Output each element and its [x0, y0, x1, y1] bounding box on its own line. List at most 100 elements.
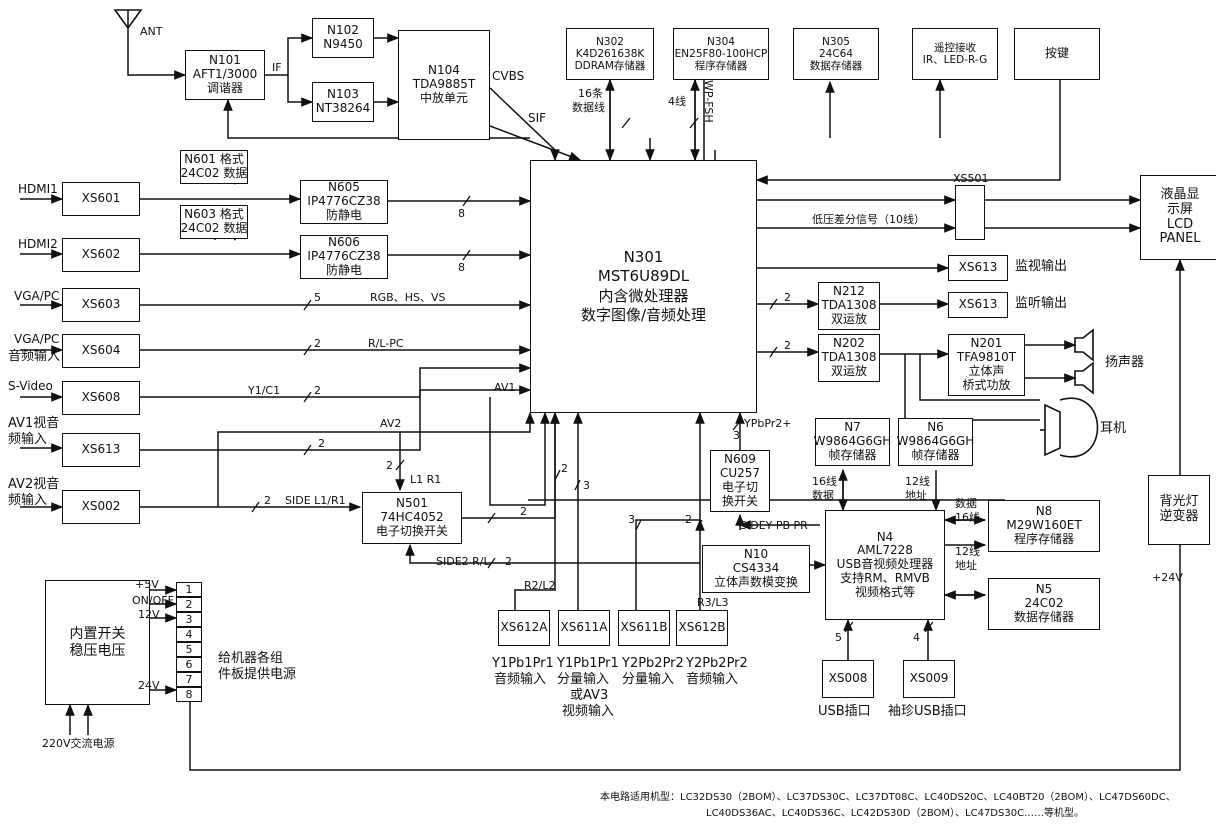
ypbpr2-label: YPbPr2+ [744, 417, 792, 430]
hdmi2-label: HDMI2 [18, 237, 58, 251]
mini-usb-port-label: 袖珍USB插口 [888, 704, 967, 719]
power-label-2: 稳压电压 [69, 642, 126, 659]
n5-label: N5 [1035, 582, 1053, 597]
n304-label: N304 [707, 35, 735, 48]
keys-block: 按键 [1014, 28, 1100, 80]
v12-label: 12V [138, 608, 160, 621]
n305-label: N305 [822, 35, 850, 48]
n609-function-2: 换开关 [721, 493, 758, 508]
n8-addr-label-1: 12线 [955, 545, 980, 558]
n501-label: N501 [396, 496, 428, 511]
two-l1-label: 2 [386, 459, 393, 472]
four-usb-label: 4 [913, 631, 920, 644]
n501-part: 74HC4052 [380, 510, 444, 525]
n4-function-3: 视频格式等 [854, 584, 915, 599]
xs611b-desc-2: 分量输入 [622, 672, 675, 687]
xs611b-connector: XS611B [618, 610, 670, 646]
n305-function: 数据存储器 [809, 60, 863, 73]
n304-flash-block: N304 EN25F80-100HCP 程序存储器 [673, 28, 769, 80]
xs611a-desc-1: Y1Pb1Pr1 [557, 656, 619, 671]
plus5v-label: +5V [135, 578, 159, 591]
n7-function: 帧存储器 [828, 447, 877, 462]
five-label: 5 [314, 291, 321, 304]
three-a-label: 3 [583, 479, 590, 492]
if-signal-label: IF [272, 61, 282, 74]
remote-label: 遥控接收 [934, 41, 976, 54]
n609-switch-block: N609 CU257 电子切 换开关 [710, 450, 770, 512]
n202-block: N202 TDA1308 双运放 [818, 334, 880, 382]
sif-label: SIF [528, 111, 547, 125]
supply-label-2: 件板提供电源 [218, 667, 297, 682]
xs612a-label: XS612A [500, 620, 548, 635]
xs611b-label: XS611B [620, 620, 668, 635]
xs612a-desc-2: 音频输入 [494, 672, 547, 687]
xs501-label: XS501 [953, 172, 989, 185]
n609-label: N609 [724, 452, 756, 467]
two-n202-label: 2 [784, 339, 791, 352]
xs009-miniusb-connector: XS009 [903, 660, 955, 698]
n302-ddram-block: N302 K4D261638K DDRAM存储器 [566, 28, 654, 80]
n603-part: 24C02 数据 [180, 221, 248, 235]
n102-part: N9450 [323, 37, 363, 51]
xs613-monitor-label: XS613 [958, 260, 998, 275]
lcd-label-4: PANEL [1159, 231, 1201, 247]
xs611a-connector: XS611A [558, 610, 610, 646]
power-label-1: 内置开关 [69, 626, 126, 643]
power-pin-header: 1 2 3 4 5 6 7 8 [176, 582, 202, 702]
n202-function: 双运放 [830, 363, 867, 378]
n201-amplifier-block: N201 TFA9810T 立体声 桥式功放 [948, 334, 1025, 396]
bus16-label-2: 数据线 [572, 101, 605, 114]
lcd-label-2: 示屏 [1166, 201, 1193, 217]
usb-port-label: USB插口 [818, 704, 871, 719]
n201-function-2: 桥式功放 [962, 377, 1011, 392]
xs604-connector: XS604 [62, 334, 140, 368]
n7-bus-label-1: 16线 [812, 475, 837, 488]
av2-label-2: 频输入 [8, 493, 48, 508]
three-n609-label: 3 [733, 429, 740, 442]
n103-block: N103 NT38264 [312, 82, 374, 122]
two-y1-label: 2 [314, 384, 321, 397]
xs613-av1-connector: XS613 [62, 433, 140, 467]
n301-function-2: 数字图像/音频处理 [580, 306, 707, 324]
footer-models-line-2: LC40DS36AC、LC40DS36C、LC42DS30D（2BOM）、LC4… [706, 808, 1085, 819]
xs611a-desc-2: 分量输入 [557, 672, 610, 687]
n103-label: N103 [327, 87, 359, 102]
mains-label: 220V交流电源 [42, 737, 115, 750]
n601-part: 24C02 数据 [180, 166, 248, 180]
n101-function: 调谐器 [206, 80, 243, 95]
xs608-label: XS608 [81, 390, 121, 405]
wp-fsh-label: WP-FSH [702, 80, 716, 123]
cvbs-label: CVBS [492, 69, 525, 83]
n101-tuner-block: N101 AFT1/3000 调谐器 [185, 50, 265, 100]
n302-function: DDRAM存储器 [574, 60, 646, 73]
n4-function-2: 支持RM、RMVB [840, 570, 930, 585]
xs611b-desc-1: Y2Pb2Pr2 [622, 656, 684, 671]
n4-label: N4 [876, 529, 894, 544]
xs613-listen-label: XS613 [958, 297, 998, 312]
power-pin: 6 [176, 657, 202, 672]
listen-output-label: 监听输出 [1015, 296, 1068, 311]
n10-dac-block: N10 CS4334 立体声数模变换 [702, 545, 810, 593]
y1c1-label: Y1/C1 [248, 384, 281, 397]
n6-bus-label-2: 地址 [905, 489, 927, 502]
rgb-label: RGB、HS、VS [370, 291, 446, 304]
power-pin: 2 [176, 597, 202, 612]
n7-label: N7 [844, 420, 861, 435]
n8-label: N8 [1035, 504, 1053, 519]
xs501-connector [955, 185, 985, 240]
n603-block: N603 格式 24C02 数据 [180, 205, 248, 239]
n606-part: IP4776CZ38 [307, 249, 381, 264]
n5-function: 数据存储器 [1013, 609, 1074, 624]
n101-part: AFT1/3000 [192, 67, 258, 82]
bus8b-label: 8 [458, 261, 465, 274]
remote-signals: IR、LED-R-G [922, 54, 988, 66]
lcd-label-1: 液晶显 [1160, 186, 1200, 202]
power-pin: 4 [176, 627, 202, 642]
n301-label: N301 [623, 247, 664, 266]
n8-data-label-1: 数据 [955, 497, 977, 510]
n104-if-block: N104 TDA9885T 中放单元 [398, 30, 490, 140]
n212-label: N212 [833, 284, 865, 299]
n7-frame-memory: N7 W9864G6GH 帧存储器 [814, 418, 891, 466]
n606-label: N606 [328, 235, 360, 250]
xs002-connector: XS002 [62, 490, 140, 524]
